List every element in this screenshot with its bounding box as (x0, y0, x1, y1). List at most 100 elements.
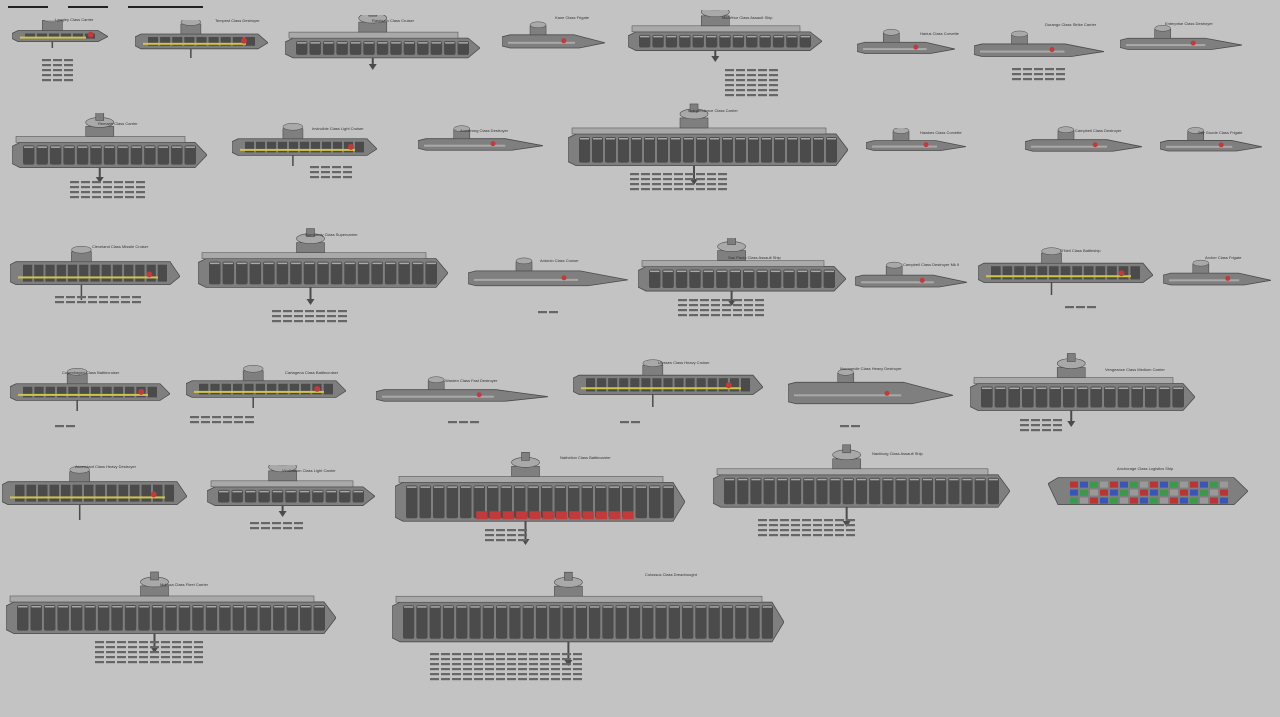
legend-entry (441, 663, 450, 666)
legend-entry (700, 314, 709, 317)
legend-entry (540, 653, 549, 656)
legend-entry (1076, 306, 1085, 309)
legend-entry (758, 79, 767, 82)
ship-legend (70, 180, 147, 205)
ship-colossus (391, 556, 785, 666)
ship-label: Cartagena Class Battlecruiser (285, 370, 339, 375)
legend-entry (518, 658, 527, 661)
legend-entry (64, 69, 73, 72)
ship-silhouette (5, 571, 337, 653)
legend-entry (161, 661, 170, 664)
legend-entry (736, 84, 745, 87)
ship-legend (1065, 297, 1098, 315)
legend-entry (747, 89, 756, 92)
legend-entry (641, 183, 650, 186)
legend-entry (136, 196, 145, 199)
legend-entry (1056, 73, 1065, 76)
legend-entry (736, 89, 745, 92)
legend-entry (66, 296, 75, 299)
legend-entry (70, 191, 79, 194)
legend-entry (136, 186, 145, 189)
legend-entry (305, 320, 314, 323)
legend-entry (518, 534, 527, 537)
legend-entry (685, 183, 694, 186)
legend-entry (53, 69, 62, 72)
legend-entry (813, 519, 822, 522)
legend-entry (294, 527, 303, 530)
legend-entry (747, 84, 756, 87)
ship-label: Nathelion Class Battlecarrier (560, 455, 611, 460)
ship-silhouette (1, 465, 188, 520)
legend-entry (321, 176, 330, 179)
legend-entry (758, 524, 767, 527)
legend-entry (1053, 429, 1062, 432)
legend-entry (452, 653, 461, 656)
legend-entry (321, 166, 330, 169)
ship-legend (272, 309, 349, 329)
legend-entry (711, 309, 720, 312)
legend-entry (631, 421, 640, 424)
legend-entry (474, 668, 483, 671)
legend-entry (824, 524, 833, 527)
legend-entry (507, 539, 516, 542)
ship-legend (1020, 418, 1064, 438)
legend-entry (190, 416, 199, 419)
legend-entry (733, 304, 742, 307)
legend-entry (496, 539, 505, 542)
legend-entry (840, 425, 849, 428)
legend-entry (769, 524, 778, 527)
legend-entry (55, 425, 64, 428)
legend-entry (824, 529, 833, 532)
legend-entry (474, 658, 483, 661)
legend-entry (507, 653, 516, 656)
legend-entry (696, 183, 705, 186)
ship-armstrong (417, 124, 544, 159)
ship-legend (190, 412, 256, 430)
ship-molissa (5, 565, 337, 653)
legend-entry (161, 656, 170, 659)
legend-entry (485, 539, 494, 542)
legend-entry (81, 186, 90, 189)
legend-entry (758, 69, 767, 72)
ship-label: Invincible Class Light Cruiser (312, 126, 364, 131)
legend-entry (707, 183, 716, 186)
legend-entry (161, 641, 170, 644)
legend-entry (250, 527, 259, 530)
legend-entry (117, 651, 126, 654)
legend-entry (689, 299, 698, 302)
legend-entry (1012, 68, 1021, 71)
legend-entry (310, 171, 319, 174)
legend-entry (540, 668, 549, 671)
legend-entry (758, 89, 767, 92)
legend-entry (678, 304, 687, 307)
legend-entry (573, 668, 582, 671)
ship-label: Ulysses Class Heavy Cruiser (658, 360, 710, 365)
legend-entry (496, 658, 505, 661)
legend-entry (283, 310, 292, 313)
ship-legend (310, 165, 354, 185)
legend-entry (327, 320, 336, 323)
ship-silhouette (854, 261, 968, 288)
legend-entry (327, 310, 336, 313)
legend-entry (463, 668, 472, 671)
legend-entry (88, 296, 97, 299)
legend-entry (758, 74, 767, 77)
legend-entry (343, 166, 352, 169)
ship-durango (973, 28, 1105, 66)
legend-entry (733, 314, 742, 317)
legend-entry (846, 529, 855, 532)
legend-entry (496, 653, 505, 656)
legend-entry (736, 74, 745, 77)
legend-entry (529, 653, 538, 656)
legend-entry (507, 668, 516, 671)
ship-legend (250, 518, 305, 536)
legend-entry (1023, 78, 1032, 81)
ship-enterprise (1119, 24, 1243, 58)
legend-entry (507, 658, 516, 661)
legend-entry (452, 668, 461, 671)
legend-entry (474, 653, 483, 656)
legend-entry (66, 301, 75, 304)
legend-entry (718, 183, 727, 186)
legend-entry (518, 673, 527, 676)
legend-entry (64, 79, 73, 82)
